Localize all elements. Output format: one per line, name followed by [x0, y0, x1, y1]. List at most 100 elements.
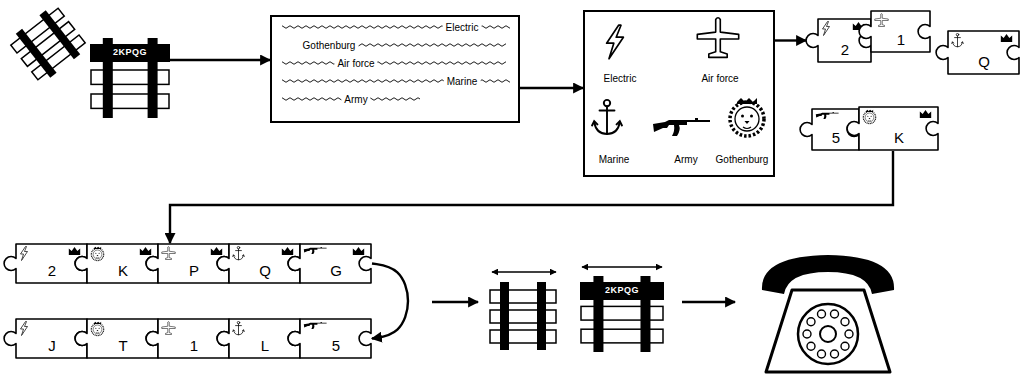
puzzle-piece: G: [288, 243, 372, 284]
puzzle-piece: 1: [859, 10, 931, 53]
piece-outline: [936, 31, 1019, 74]
piece-symbol: Q: [978, 54, 990, 71]
piece-symbol: G: [330, 263, 342, 280]
anchor-icon: [592, 100, 622, 134]
piece-outline: [806, 18, 872, 63]
piece-outline: [288, 318, 372, 359]
piece-outline: [847, 106, 939, 151]
piece-outline: [859, 10, 931, 53]
flow-arrow: [170, 151, 893, 243]
piece-outline: [288, 243, 372, 284]
piece-symbol: 5: [332, 338, 340, 355]
rifle-icon: [304, 322, 327, 329]
grid-band: [580, 282, 664, 300]
word-label: Army: [674, 154, 697, 165]
grid-slat: [490, 310, 556, 323]
grid-post: [500, 282, 509, 350]
piece-symbol: L: [261, 338, 269, 355]
letter-sheet: ElectricGothenburgAir forceMarineArmy: [270, 15, 520, 123]
word-label: Air force: [701, 73, 738, 84]
word-label: Air force: [334, 58, 377, 69]
grid-post: [537, 282, 546, 350]
piece-outline: [847, 107, 938, 150]
grid-band: [90, 44, 170, 62]
piece-symbol: T: [118, 338, 127, 355]
dial-holes: [803, 310, 853, 358]
cipher-grid: [7, 3, 89, 84]
crown-icon: [69, 247, 80, 255]
phone-body: [766, 290, 890, 372]
telephone: [762, 255, 894, 372]
puzzle-piece: 2: [806, 18, 872, 63]
piece-symbol: J: [48, 338, 56, 355]
grid-post: [148, 38, 158, 118]
grid-post: [16, 29, 57, 78]
bolt-icon: [823, 22, 830, 36]
anchor-icon: [233, 246, 245, 259]
piece-symbol: 5: [832, 130, 840, 147]
piece-symbol: P: [189, 263, 199, 280]
grid-slat: [581, 329, 663, 343]
rifle-icon: [304, 247, 327, 254]
word-label: Electric: [604, 73, 637, 84]
grid-post: [103, 38, 113, 118]
dial-center: [820, 326, 836, 342]
crown-icon: [920, 110, 931, 118]
lion-icon: [91, 322, 103, 336]
flow-arrow: [682, 301, 735, 303]
lion-icon: [91, 247, 103, 261]
flow-arrow: [432, 301, 478, 303]
plane-icon: [697, 18, 738, 58]
rifle-icon: [816, 112, 839, 119]
word-label: Marine: [444, 76, 481, 87]
grid-code: 2KPQG: [113, 48, 147, 58]
piece-symbol: Q: [259, 263, 271, 280]
word-label: Gothenburg: [716, 154, 769, 165]
crown-icon: [1001, 34, 1012, 42]
piece-outline: [859, 11, 930, 52]
flow-arrow: [372, 264, 408, 339]
flow-arrow: [170, 59, 270, 61]
grid-slat: [490, 330, 556, 343]
grid-post: [593, 276, 603, 352]
code-grid: 2KPQG: [90, 38, 170, 118]
plane-icon: [162, 247, 176, 260]
piece-outline: [936, 30, 1020, 75]
piece-symbol: 1: [190, 338, 198, 355]
word-label: Gothenburg: [300, 40, 359, 51]
plane-icon: [162, 322, 176, 335]
plane-icon: [875, 14, 889, 27]
word-label: Electric: [443, 22, 482, 33]
crown-icon: [282, 247, 293, 255]
anchor-icon: [952, 33, 964, 46]
phone-dial: [798, 304, 858, 364]
piece-outline: [288, 244, 371, 283]
flow-arrow: [520, 87, 583, 89]
grid-post: [640, 276, 650, 352]
piece-symbol: K: [894, 130, 904, 147]
rifle-icon: [653, 118, 710, 136]
word-label: Army: [341, 94, 370, 105]
piece-symbol: 1: [897, 32, 905, 49]
code-grid: 2KPQG: [580, 276, 664, 352]
lion-icon: [730, 98, 764, 136]
bolt-icon: [21, 322, 28, 336]
piece-outline: [288, 319, 371, 358]
phone-handset: [762, 255, 894, 294]
anchor-icon: [233, 321, 245, 334]
bolt-icon: [607, 25, 624, 59]
width-arrow: [492, 271, 556, 273]
grid-slat: [581, 306, 663, 320]
puzzle-piece: K: [847, 106, 939, 151]
crown-icon: [211, 247, 222, 255]
flow-arrow: [775, 39, 806, 41]
width-arrow: [582, 266, 662, 268]
word-label: Marine: [599, 154, 630, 165]
piece-symbol: K: [118, 263, 128, 280]
bolt-icon: [21, 247, 28, 261]
lion-icon: [863, 110, 875, 124]
crown-icon: [353, 247, 364, 255]
puzzle-piece: Q: [936, 30, 1020, 75]
